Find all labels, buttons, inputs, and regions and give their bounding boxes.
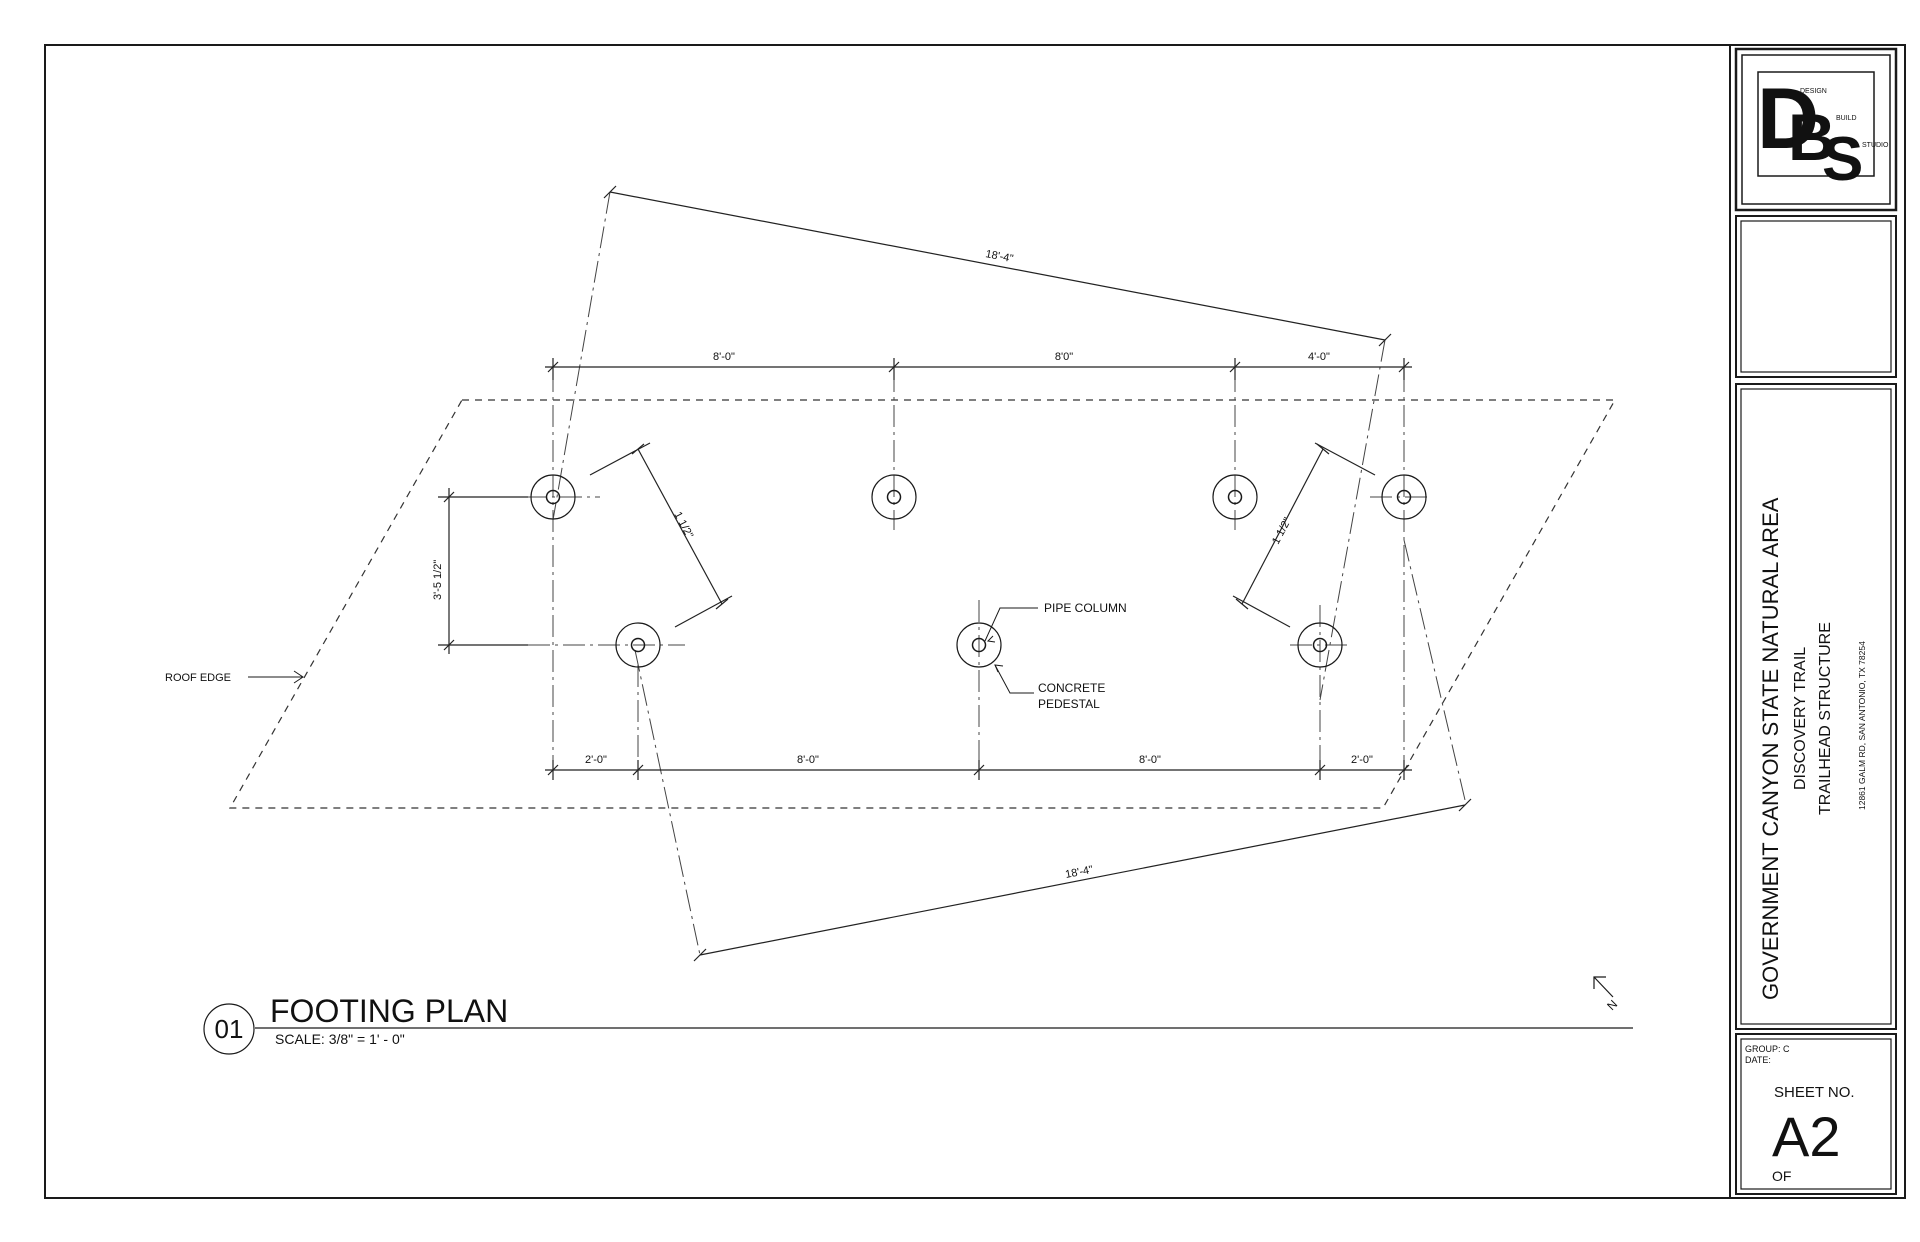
of-label: OF [1772,1168,1791,1184]
roof-edge-arrow [248,670,304,684]
project-box-outer [1735,383,1897,1030]
footing [615,622,661,668]
dim-bottom-seg2: 8'-0" [797,754,819,766]
view-scale: SCALE: 3/8" = 1' - 0" [275,1031,405,1047]
group-label: GROUP: C [1745,1044,1790,1054]
dim-bottom-seg3: 8'-0" [1139,754,1161,766]
sheet-no-label: SHEET NO. [1774,1084,1855,1101]
right-diagonal-dimension [1232,442,1376,628]
left-diagonal-dimension [589,442,733,628]
footing [956,622,1002,668]
project-structure: TRAILHEAD STRUCTURE [1817,622,1834,815]
footing [1212,474,1258,520]
dim-top-seg3: 4'-0" [1308,351,1330,363]
project-name: GOVERNMENT CANYON STATE NATURAL AREA [1758,497,1783,1000]
project-address: 12861 GALM RD, SAN ANTONIO, TX 78254 [1857,641,1867,810]
grid-centerlines [525,191,1466,956]
roof-edge-outline [228,399,1617,809]
logo-word-build: BUILD [1836,115,1857,122]
logo-box-outer [1734,47,1898,212]
footing [1381,474,1427,520]
sheet-border [44,44,1906,1199]
dim-left-vertical: 3'-5 1/2" [432,560,444,600]
logo-box-inner [1741,54,1891,205]
sheet-box-outer [1735,1033,1897,1195]
pipe-column-label: PIPE COLUMN [1044,601,1127,615]
logo-letter-b: B [1788,100,1836,174]
dim-bottom-seg1: 2'-0" [585,754,607,766]
view-title: FOOTING PLAN [270,993,508,1029]
dim-left-diag: 1 1/2" [671,510,695,541]
footing [530,474,576,520]
project-box-inner [1740,388,1892,1025]
logo-letter-s: S [1822,125,1863,194]
concrete-label-line2: PEDESTAL [1038,697,1100,711]
sheet-box-inner [1740,1038,1892,1190]
date-label: DATE: [1745,1055,1771,1065]
view-number: 01 [215,1014,244,1044]
pipe-column-leader [984,607,1038,643]
bottom-dimension-string [545,760,1412,780]
logo-word-design: DESIGN [1800,88,1827,95]
logo-word-studio: STUDIO [1862,142,1889,149]
bottom-overall-dimension [693,798,1472,962]
dim-top-seg1: 8'-0" [713,351,735,363]
footing [871,474,917,520]
dim-right-diag: 1 1/2" [1270,516,1294,547]
logo-letter-d: D [1757,71,1819,167]
sheet-number: A2 [1772,1105,1841,1168]
north-arrow-icon [1593,976,1614,998]
dim-bottom-seg4: 2'-0" [1351,754,1373,766]
blank-box-outer [1735,215,1897,378]
top-overall-dimension [603,185,1392,347]
dim-top-seg2: 8'0" [1055,351,1073,363]
left-vertical-dimension [438,488,528,654]
north-label: N [1604,997,1620,1013]
footing [1297,622,1343,668]
view-number-bubble [203,1003,255,1055]
project-sub: DISCOVERY TRAIL [1792,647,1809,790]
dim-top-overall: 18'-4" [984,248,1014,265]
dim-bottom-overall: 18'-4" [1064,864,1094,881]
blank-box-inner [1740,220,1892,373]
concrete-label-line1: CONCRETE [1038,681,1105,695]
top-dimension-string [545,358,1412,380]
logo-frame [1757,71,1875,177]
concrete-pedestal-leader [994,664,1034,694]
roof-edge-label: ROOF EDGE [165,672,231,684]
